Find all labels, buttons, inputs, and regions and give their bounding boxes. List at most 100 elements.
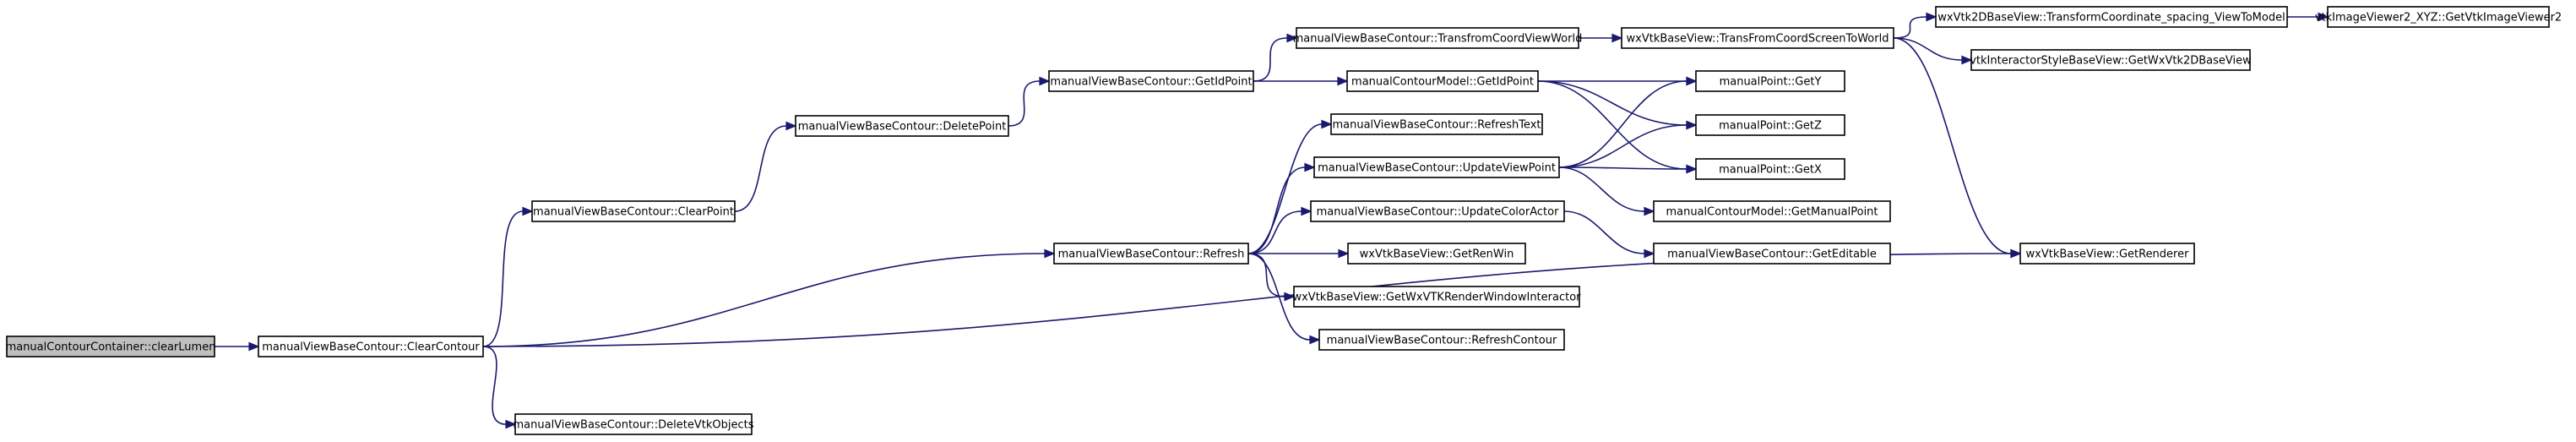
node-label: wxVtkBaseView::GetRenderer <box>2026 248 2190 261</box>
node-box[interactable] <box>1313 156 1560 178</box>
node-label: wxVtk2DBaseView::TransformCoordinate_spa… <box>1937 12 2285 25</box>
node-manualviewbasecontour-refreshcontour[interactable]: manualViewBaseContour::RefreshContour <box>1318 329 1565 351</box>
node-box[interactable] <box>1296 27 1579 49</box>
node-manualpoint-getx[interactable]: manualPoint::GetX <box>1695 158 1845 180</box>
node-box[interactable] <box>258 336 484 357</box>
node-box[interactable] <box>1310 200 1565 222</box>
node-manualviewbasecontour-clearpoint[interactable]: manualViewBaseContour::ClearPoint <box>531 200 736 222</box>
node-wxvtkbaseview-getwxvtkrenderwindowinteractor[interactable]: wxVtkBaseView::GetWxVTKRenderWindowInter… <box>1292 286 1581 308</box>
edge-n14-n22 <box>1247 253 1311 341</box>
edge-arrowhead <box>1321 119 1333 129</box>
edge-n16-n12 <box>1558 124 1687 168</box>
node-box[interactable] <box>1935 6 2288 28</box>
node-box[interactable] <box>2327 6 2550 28</box>
node-label: manualViewBaseContour::RefreshText <box>1332 119 1541 132</box>
node-wxvtkbaseview-getrenderer[interactable]: wxVtkBaseView::GetRenderer <box>2019 243 2195 265</box>
node-label: wxVtkBaseView::GetWxVTKRenderWindowInter… <box>1292 292 1581 304</box>
edge-arrowhead <box>1337 76 1349 86</box>
edge-arrowhead <box>1301 206 1312 216</box>
node-label: manualPoint::GetX <box>1719 164 1822 177</box>
edge-n14-n15 <box>1247 123 1323 254</box>
node-label: wxVtkBaseView::GetRenWin <box>1360 248 1514 261</box>
edge-arrowhead <box>1286 33 1298 43</box>
node-box[interactable] <box>1347 243 1526 265</box>
node-manualviewbasecontour-geteditable[interactable]: manualViewBaseContour::GetEditable <box>1653 243 1891 265</box>
edge-arrowhead <box>1961 55 1973 65</box>
node-manualviewbasecontour-getidpoint[interactable]: manualViewBaseContour::GetIdPoint <box>1048 70 1254 92</box>
node-box[interactable] <box>531 200 736 222</box>
edge-arrowhead <box>1686 76 1698 86</box>
edge-arrowhead <box>522 206 534 216</box>
node-box[interactable] <box>1318 329 1565 351</box>
edge-arrowhead <box>1304 162 1316 172</box>
edge-arrowhead <box>1284 292 1296 302</box>
node-manualviewbasecontour-clearcontour[interactable]: manualViewBaseContour::ClearContour <box>258 336 484 357</box>
node-manualviewbasecontour-refreshtext[interactable]: manualViewBaseContour::RefreshText <box>1330 113 1543 135</box>
node-box[interactable] <box>1293 286 1580 308</box>
node-wxvtkbaseview-transfromcoordscreentoworld[interactable]: wxVtkBaseView::TransFromCoordScreenToWor… <box>1621 27 1894 49</box>
node-label: manualViewBaseContour::UpdateViewPoint <box>1318 162 1556 175</box>
node-vtkinteractorstylebaseview-getwxvtk2dbaseview[interactable]: vtkInteractorStyleBaseView::GetWxVtk2DBa… <box>1970 49 2252 71</box>
edge-n1-n2 <box>482 210 524 347</box>
edge-n1-n23 <box>482 253 2012 347</box>
node-box[interactable] <box>1970 49 2251 71</box>
node-label: manualViewBaseContour::GetIdPoint <box>1050 76 1252 89</box>
edge-arrowhead <box>1611 33 1623 43</box>
edge-arrowhead <box>1926 12 1937 22</box>
node-box[interactable] <box>1695 114 1845 136</box>
edge-n10-n12 <box>1537 80 1687 126</box>
node-label: manualViewBaseContour::ClearContour <box>262 341 480 354</box>
node-label: manualViewBaseContour::GetEditable <box>1667 248 1877 261</box>
node-box[interactable] <box>2019 243 2195 265</box>
node-manualviewbasecontour-deletevtkobjects[interactable]: manualViewBaseContour::DeleteVtkObjects <box>514 413 754 435</box>
node-manualviewbasecontour-transfromcoordviewworld[interactable]: manualViewBaseContour::TransfromCoordVie… <box>1293 27 1583 49</box>
node-manualcontourmodel-getmanualpoint[interactable]: manualContourModel::GetManualPoint <box>1653 200 1891 222</box>
node-label: vtkImageViewer2_XYZ::GetVtkImageViewer2 <box>2315 12 2562 25</box>
node-box[interactable] <box>1346 70 1539 92</box>
node-box[interactable] <box>1621 27 1894 49</box>
node-box[interactable] <box>1048 70 1254 92</box>
node-box[interactable] <box>1695 70 1845 92</box>
edge-n1-n24 <box>482 346 507 425</box>
node-manualviewbasecontour-updatecoloractor[interactable]: manualViewBaseContour::UpdateColorActor <box>1310 200 1565 222</box>
node-label: manualPoint::GetY <box>1720 76 1822 89</box>
node-box[interactable] <box>795 115 1009 137</box>
edge-n14-n18 <box>1247 210 1302 254</box>
edge-arrowhead <box>1686 164 1698 174</box>
node-box[interactable] <box>514 413 753 435</box>
node-box[interactable] <box>1695 158 1845 180</box>
node-wxvtkbaseview-getrenwin[interactable]: wxVtkBaseView::GetRenWin <box>1347 243 1526 265</box>
edge-n2-n3 <box>734 125 787 212</box>
node-wxvtk2dbaseview-transformcoordinate-spacing-viewtomodel[interactable]: wxVtk2DBaseView::TransformCoordinate_spa… <box>1935 6 2288 28</box>
edge-arrowhead <box>785 121 797 131</box>
edge-n16-n17 <box>1558 166 1645 212</box>
node-manualviewbasecontour-refresh[interactable]: manualViewBaseContour::Refresh <box>1053 243 1249 265</box>
node-label: manualPoint::GetZ <box>1719 120 1822 133</box>
node-manualviewbasecontour-deletepoint[interactable]: manualViewBaseContour::DeletePoint <box>795 115 1009 137</box>
edge-arrowhead <box>1338 248 1350 259</box>
edge-n18-n19 <box>1563 210 1645 254</box>
node-label: vtkInteractorStyleBaseView::GetWxVtk2DBa… <box>1970 55 2252 68</box>
node-box[interactable] <box>6 336 215 357</box>
edge-n3-n4 <box>1008 80 1041 127</box>
node-manualpoint-getz[interactable]: manualPoint::GetZ <box>1695 114 1845 136</box>
edge-arrowhead <box>2010 248 2022 259</box>
edge-arrowhead <box>248 341 260 352</box>
node-label: manualViewBaseContour::UpdateColorActor <box>1317 206 1560 219</box>
edge-arrowhead <box>1644 206 1655 216</box>
node-box[interactable] <box>1653 243 1891 265</box>
edge-arrowhead <box>1044 248 1056 259</box>
node-manualcontourmodel-getidpoint[interactable]: manualContourModel::GetIdPoint <box>1346 70 1539 92</box>
node-box[interactable] <box>1653 200 1891 222</box>
node-box[interactable] <box>1330 113 1543 135</box>
node-manualviewbasecontour-updateviewpoint[interactable]: manualViewBaseContour::UpdateViewPoint <box>1313 156 1560 178</box>
node-manualpoint-gety[interactable]: manualPoint::GetY <box>1695 70 1845 92</box>
node-vtkimageviewer2-xyz-getvtkimageviewer2[interactable]: vtkImageViewer2_XYZ::GetVtkImageViewer2 <box>2315 6 2562 28</box>
edge-n10-n13 <box>1537 80 1687 170</box>
node-box[interactable] <box>1053 243 1249 265</box>
node-manualcontourcontainer-clearlumen[interactable]: manualContourContainer::clearLumen <box>6 336 216 357</box>
edge-n16-n13 <box>1558 166 1687 170</box>
edge-n1-n14 <box>482 253 1046 347</box>
